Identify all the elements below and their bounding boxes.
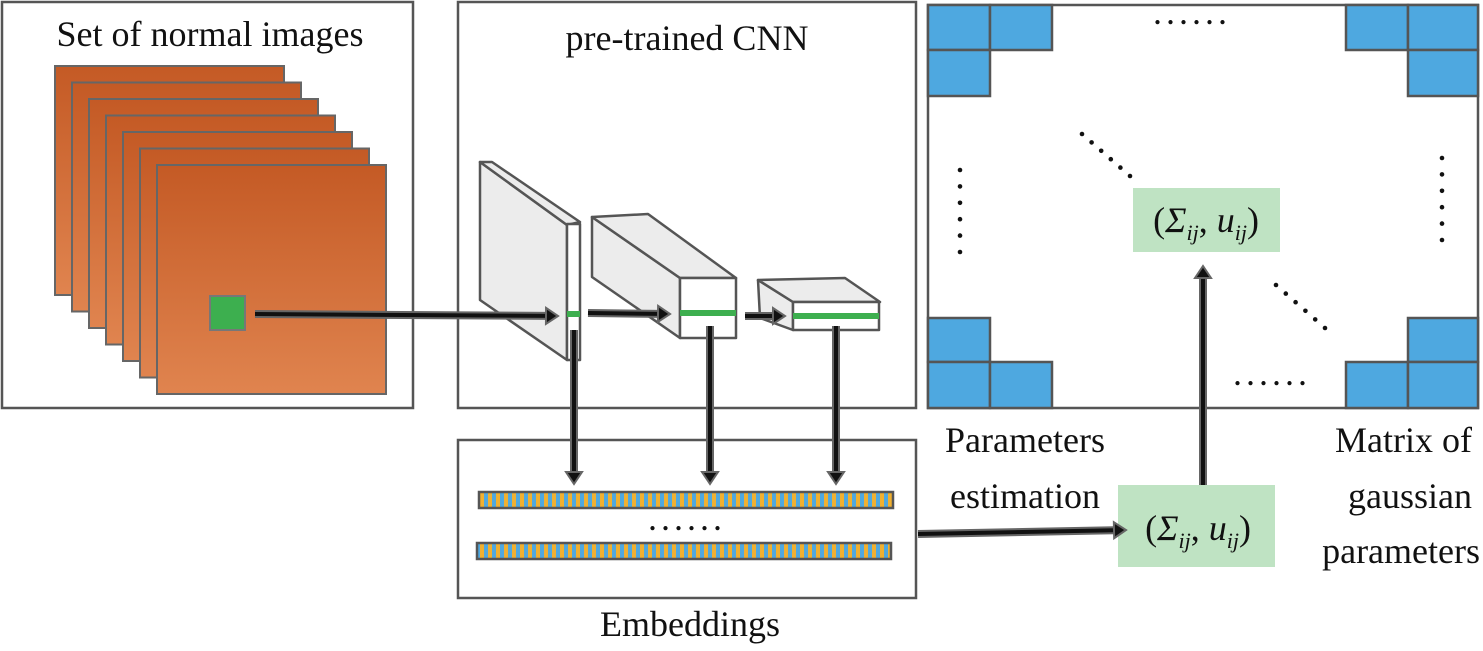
- images-title: Set of normal images: [57, 14, 364, 54]
- ellipsis-dot: [1108, 156, 1114, 162]
- svg-text:(Σij, uij): (Σij, uij): [1153, 200, 1259, 245]
- estimation-label-2: estimation: [950, 476, 1100, 516]
- ellipsis-dot: [1439, 221, 1445, 226]
- ellipsis-dot: [957, 233, 963, 238]
- layer3-feature-arrow: [826, 326, 846, 486]
- matrix-label-3: parameters: [1322, 531, 1480, 571]
- patch-to-cnn-arrow: [254, 306, 560, 326]
- ellipsis-dot: [1303, 308, 1308, 314]
- matrix-cells: [926, 3, 1480, 410]
- embedding-vector-n: [475, 541, 893, 561]
- ellipsis-dot: [1322, 325, 1328, 331]
- embeddings-label: Embeddings: [600, 604, 780, 644]
- ellipsis-dot: [1127, 173, 1133, 179]
- ellipsis-dot: [1098, 148, 1104, 154]
- estimation-arrow: [917, 520, 1128, 541]
- ellipsis-dot: [1439, 188, 1445, 194]
- ellipsis-dot: [1079, 131, 1085, 137]
- matrix-top-ellipsis: ......: [1153, 0, 1231, 32]
- embeddings-ellipsis: ......: [648, 498, 726, 538]
- cnn-title: pre-trained CNN: [566, 18, 809, 58]
- ellipsis-dot: [1439, 172, 1445, 177]
- ellipsis-dot: [1439, 155, 1445, 161]
- ellipsis-dot: [1283, 291, 1289, 296]
- ellipsis-dot: [1089, 140, 1094, 145]
- ellipsis-dot: [957, 216, 963, 222]
- ellipsis-dot: [957, 200, 963, 206]
- embedding-vector-1: [477, 490, 895, 510]
- ellipsis-dot: [1118, 165, 1123, 170]
- ellipsis-dot: [957, 249, 963, 255]
- image-patch: [209, 295, 246, 331]
- matrix-ellipsis-dots: [957, 131, 1445, 331]
- ellipsis-dot: [1439, 237, 1445, 243]
- cnn-panel: pre-trained CNN: [456, 0, 918, 410]
- image-stack: [54, 65, 387, 395]
- flow-arrows: [254, 264, 1213, 541]
- ellipsis-dot: [957, 184, 963, 189]
- param-to-matrix-arrow: [1193, 264, 1213, 485]
- ellipsis-dot: [1439, 204, 1445, 210]
- matrix-label-2: gaussian: [1348, 476, 1472, 516]
- layer2-to-layer3-arrow: [745, 306, 787, 326]
- ellipsis-dot: [1273, 282, 1279, 288]
- layer1-to-layer2-arrow: [587, 303, 672, 324]
- matrix-bottom-ellipsis: ......: [1233, 353, 1311, 393]
- layer1-feature-arrow: [564, 330, 584, 486]
- ellipsis-dot: [1312, 317, 1318, 322]
- ellipsis-dot: [1293, 299, 1298, 305]
- images-panel: Set of normal images: [0, 0, 415, 410]
- estimated-param: (Σij, uij): [1118, 485, 1275, 567]
- estimation-label-1: Parameters: [945, 420, 1105, 460]
- matrix-center-param: (Σij, uij): [1133, 188, 1280, 252]
- matrix-label-1: Matrix of: [1335, 420, 1472, 460]
- layer2-feature-arrow: [700, 326, 720, 486]
- ellipsis-dot: [957, 167, 963, 173]
- embeddings-panel: ...... Embeddings: [456, 438, 918, 644]
- svg-text:(Σij, uij): (Σij, uij): [1145, 508, 1251, 553]
- normal-image: [156, 164, 387, 395]
